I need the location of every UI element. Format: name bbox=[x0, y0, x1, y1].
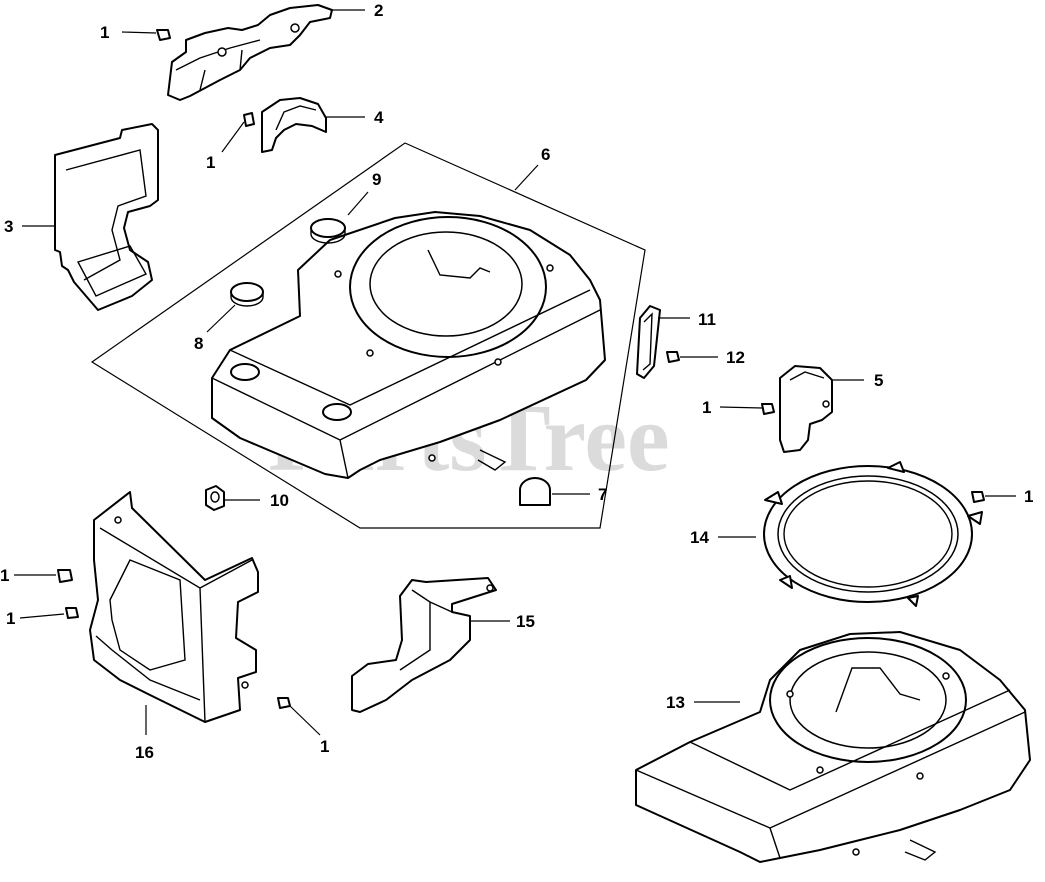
callout-13: 13 bbox=[666, 693, 685, 712]
part-1-screw-left-b[interactable] bbox=[65, 607, 79, 619]
part-4-cover[interactable] bbox=[261, 97, 327, 153]
callout-8: 8 bbox=[194, 334, 203, 353]
callout-16: 16 bbox=[135, 743, 154, 762]
callout-15: 15 bbox=[516, 612, 535, 631]
part-1-screw-mid[interactable] bbox=[243, 112, 255, 127]
callout-1: 1 bbox=[702, 398, 711, 417]
part-6-assembly-frame bbox=[90, 142, 646, 529]
callout-2: 2 bbox=[374, 1, 383, 20]
part-13-blower-housing[interactable] bbox=[635, 631, 1031, 863]
part-2-bracket[interactable] bbox=[167, 4, 333, 101]
part-5-cover[interactable] bbox=[779, 365, 833, 453]
callout-1: 1 bbox=[6, 609, 15, 628]
callout-1: 1 bbox=[0, 566, 9, 585]
part-1-screw-top[interactable] bbox=[156, 29, 171, 41]
part-1-screw-right-b[interactable] bbox=[971, 491, 985, 503]
part-1-screw-bottom[interactable] bbox=[277, 697, 291, 709]
part-16-shroud[interactable] bbox=[89, 491, 259, 723]
callout-6: 6 bbox=[541, 145, 550, 164]
part-1-screw-left-a[interactable] bbox=[57, 569, 73, 583]
callout-10: 10 bbox=[270, 491, 289, 510]
callout-3: 3 bbox=[4, 217, 13, 236]
callout-1: 1 bbox=[100, 23, 109, 42]
callout-9: 9 bbox=[372, 170, 381, 189]
part-8-plug[interactable] bbox=[230, 282, 264, 307]
callout-5: 5 bbox=[874, 371, 883, 390]
part-6-blower-housing[interactable] bbox=[211, 211, 606, 479]
part-7-plug[interactable] bbox=[519, 477, 551, 506]
part-1-screw-right-a[interactable] bbox=[761, 403, 775, 415]
callout-12: 12 bbox=[726, 348, 745, 367]
part-11-gasket[interactable] bbox=[636, 305, 661, 379]
part-9-plug[interactable] bbox=[310, 218, 346, 244]
callout-7: 7 bbox=[598, 485, 607, 504]
part-3-side-shroud[interactable] bbox=[54, 123, 159, 311]
callout-11: 11 bbox=[698, 310, 716, 329]
callout-14: 14 bbox=[690, 528, 709, 547]
part-10-grommet[interactable] bbox=[205, 485, 225, 511]
callout-1: 1 bbox=[320, 737, 329, 756]
callout-1: 1 bbox=[1024, 487, 1033, 506]
callout-4: 4 bbox=[374, 108, 384, 127]
part-14-ring[interactable] bbox=[763, 461, 983, 607]
callout-1: 1 bbox=[206, 153, 215, 172]
part-15-bracket[interactable] bbox=[351, 577, 497, 713]
part-12-screw[interactable] bbox=[666, 351, 680, 363]
